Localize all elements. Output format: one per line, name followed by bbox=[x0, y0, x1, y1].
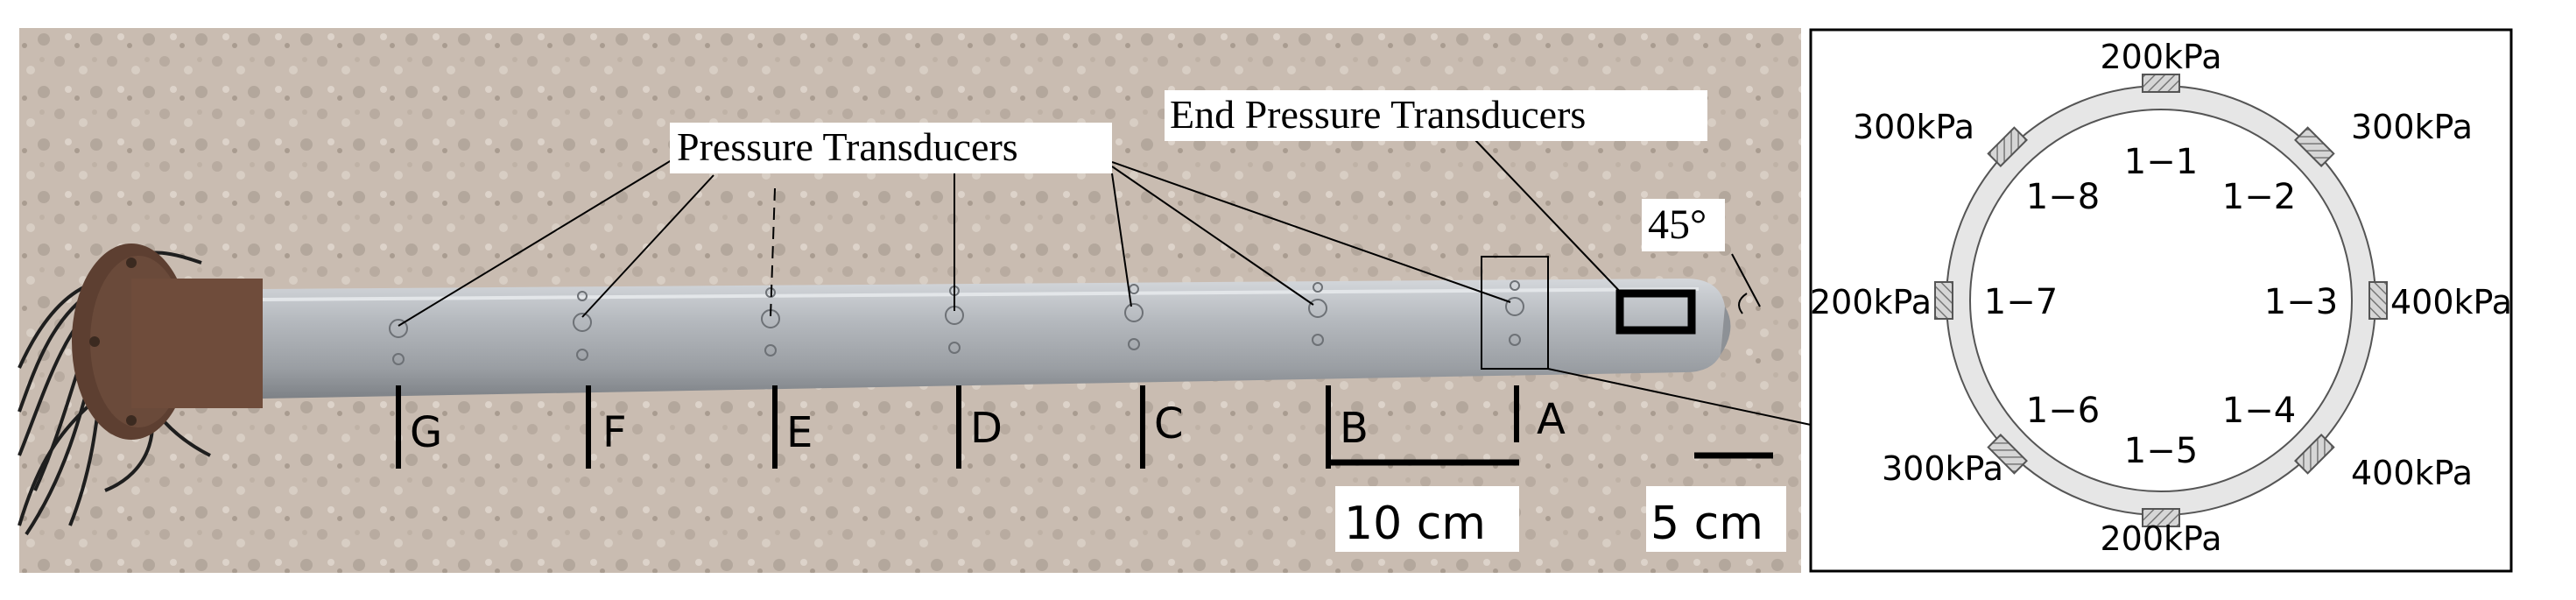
ring-position-1-1: 1−1 bbox=[2124, 142, 2198, 182]
ring-sensors bbox=[1934, 74, 2388, 527]
section-bars bbox=[396, 385, 1519, 469]
callout-pt-bg bbox=[670, 123, 1112, 173]
ring-inner bbox=[1969, 109, 2353, 492]
ring-rating-top-left: 300kPa bbox=[1853, 108, 1974, 146]
ring-rating-bottom-right: 400kPa bbox=[2351, 454, 2473, 492]
section-label-e: E bbox=[786, 408, 813, 457]
scale-long-bg bbox=[1335, 486, 1519, 552]
scale-bar-long-label: 10 cm bbox=[1344, 498, 1486, 550]
section-label-a: A bbox=[1537, 395, 1566, 444]
angle-line bbox=[1731, 253, 1761, 307]
section-label-c: C bbox=[1154, 399, 1184, 448]
ring-position-1-3: 1−3 bbox=[2264, 282, 2338, 322]
ring-rating-top: 200kPa bbox=[2100, 38, 2221, 76]
ring-rating-left: 200kPa bbox=[1810, 283, 1932, 321]
ring-position-1-5: 1−5 bbox=[2124, 431, 2198, 471]
pipe bbox=[262, 279, 1731, 399]
zoom-connector-line bbox=[1547, 368, 1812, 426]
section-label-d: D bbox=[970, 404, 1003, 453]
section-label-b: B bbox=[1340, 404, 1369, 453]
angle-arc bbox=[1738, 293, 1748, 314]
callout-lines bbox=[398, 139, 1625, 327]
ring-panel: 1−1 1−2 1−3 1−4 1−5 1−6 1−7 1−8 200kPa 3… bbox=[1809, 28, 2513, 573]
ring-position-1-4: 1−4 bbox=[2222, 391, 2296, 431]
ring-position-1-8: 1−8 bbox=[2026, 177, 2100, 217]
section-label-g: G bbox=[410, 408, 442, 457]
ring-position-1-2: 1−2 bbox=[2222, 177, 2296, 217]
ring-rating-top-right: 300kPa bbox=[2351, 108, 2473, 146]
callout-end-pressure-transducers: End Pressure Transducers bbox=[1170, 92, 1586, 137]
flange bbox=[72, 244, 263, 440]
section-a-zoom-box bbox=[1481, 256, 1549, 370]
ring-rating-bottom-left: 300kPa bbox=[1882, 449, 2003, 488]
callout-pressure-transducers: Pressure Transducers bbox=[677, 124, 1018, 169]
angle-label-bg bbox=[1642, 199, 1725, 251]
scale-short-bg bbox=[1646, 486, 1786, 552]
scale-bar-short-label: 5 cm bbox=[1650, 498, 1763, 550]
callout-ept-bg bbox=[1165, 90, 1707, 141]
end-transducer-marker bbox=[1615, 289, 1696, 335]
angle-label: 45° bbox=[1648, 201, 1707, 248]
photo-panel: Pressure Transducers End Pressure Transd… bbox=[18, 28, 1812, 573]
ring-rating-right: 400kPa bbox=[2390, 283, 2512, 321]
ring-rating-bottom: 200kPa bbox=[2100, 519, 2221, 558]
section-label-f: F bbox=[602, 408, 627, 457]
ring-position-1-7: 1−7 bbox=[1984, 282, 2058, 322]
ring-position-1-6: 1−6 bbox=[2026, 391, 2100, 431]
